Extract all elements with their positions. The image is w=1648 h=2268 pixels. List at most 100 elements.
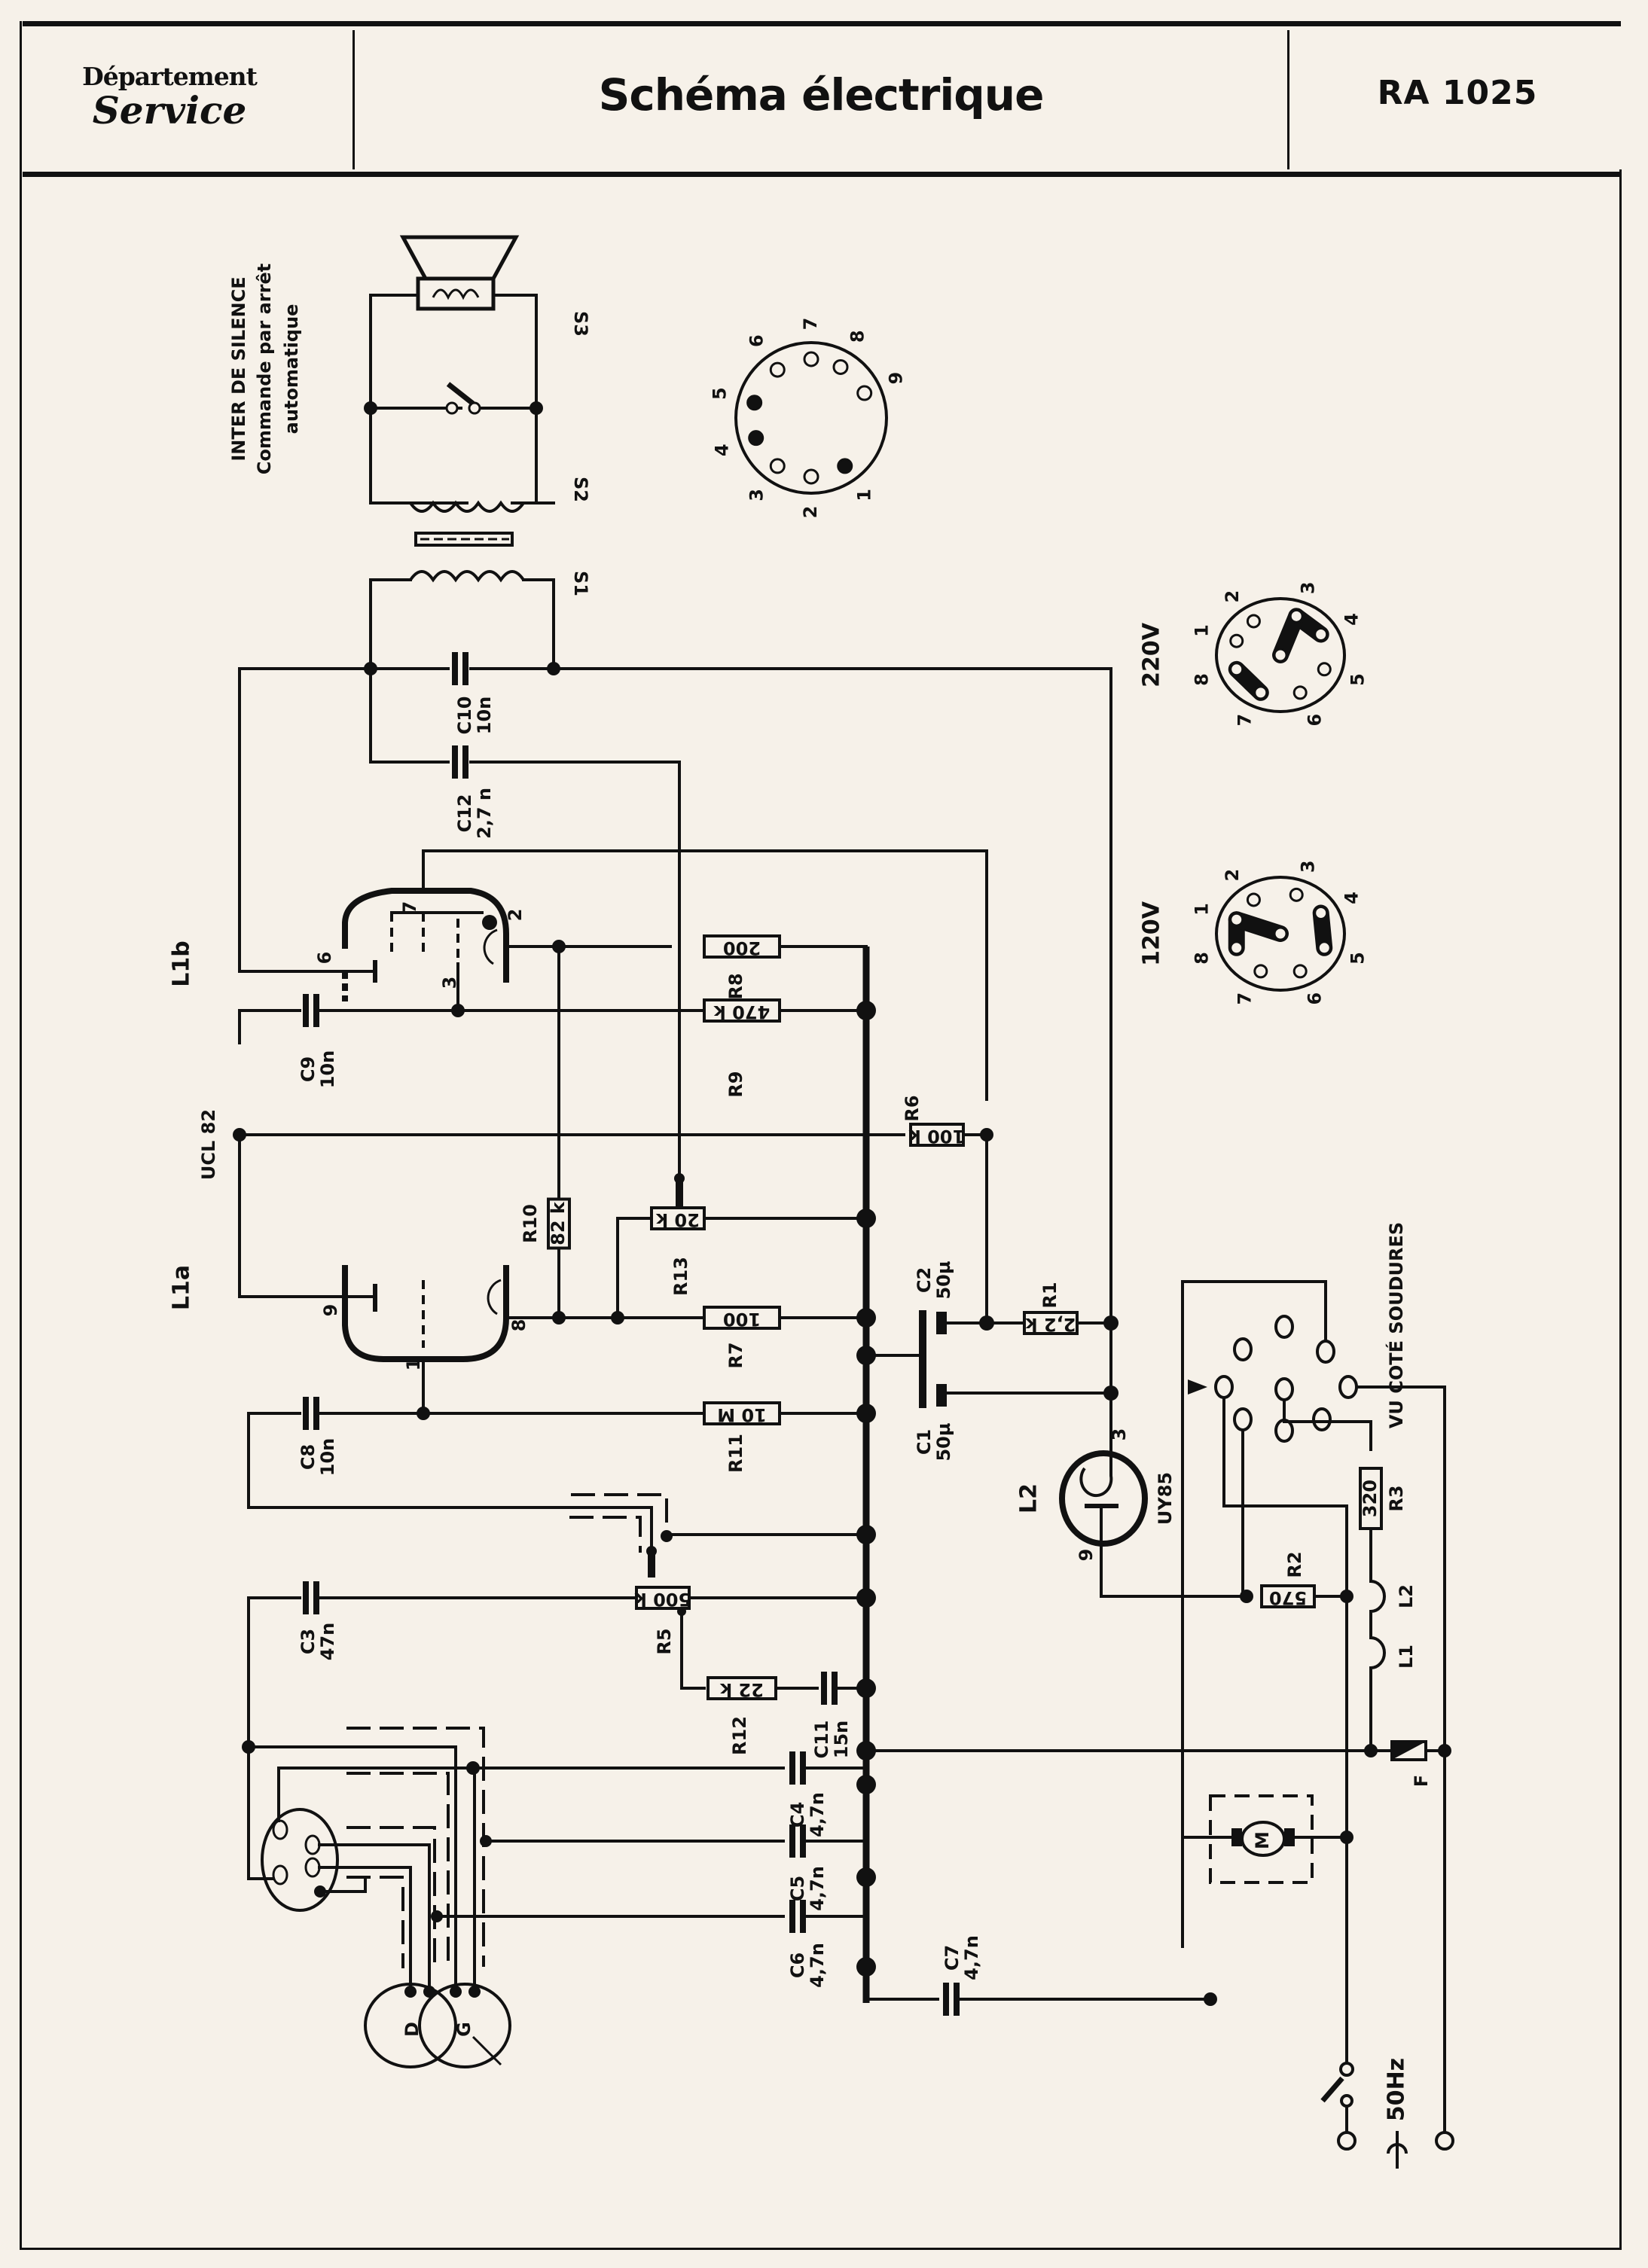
capacitor-ref-C12: C12 <box>454 794 475 832</box>
selector-pin-label: 8 <box>1192 952 1213 965</box>
resistor-ref-R13: R13 <box>670 1257 691 1296</box>
selector-pointer-icon <box>1188 1379 1207 1395</box>
capacitor-plate <box>313 994 319 1027</box>
primary-right <box>522 578 555 670</box>
resistor-ref-R7: R7 <box>725 1342 746 1368</box>
capacitor-ref-C1: C1 <box>914 1429 935 1455</box>
socket-pin-9 <box>856 385 873 401</box>
voltage-label-220V: 220V <box>1139 622 1165 687</box>
pin-label: 9 <box>1076 1549 1097 1562</box>
pickup-label-D: D <box>401 2022 423 2037</box>
socket-pin-3 <box>769 458 786 474</box>
junction-dot <box>364 401 377 415</box>
bus-junction <box>856 1588 876 1608</box>
wire-socket-bus <box>247 1745 457 1993</box>
resistor-ref-R2: R2 <box>1284 1551 1305 1578</box>
capacitor-plate <box>789 1751 795 1785</box>
capacitor-plate <box>303 1397 309 1430</box>
selector-hole <box>1229 633 1244 648</box>
wire-pin9 <box>238 1133 377 1298</box>
resistor-R12 <box>707 1676 777 1700</box>
shield-wire <box>569 1516 642 1553</box>
resistor-value-R6: 100 k <box>908 1126 965 1147</box>
switch-contact <box>1339 2062 1354 2077</box>
socket-pin-2 <box>803 468 819 485</box>
selector-pin-label: 4 <box>1341 613 1362 626</box>
mains-terminal <box>1337 2131 1357 2151</box>
wire-socket-pin-b <box>277 1767 476 1993</box>
header-divider-2 <box>1287 30 1289 169</box>
socket-pin-label: 8 <box>847 330 868 343</box>
capacitor-ref-C6: C6 <box>787 1952 808 1978</box>
switch-contact <box>468 401 481 415</box>
electrolytic-plate-C1 <box>936 1384 947 1407</box>
junction-dot <box>1204 1992 1217 2006</box>
tube-socket-diagram <box>734 341 888 495</box>
selector-hole <box>1317 940 1332 956</box>
wire-c3-left <box>247 1596 301 1748</box>
resistor-value-R9: 470 k <box>713 1001 770 1023</box>
service-label: Service <box>92 88 247 133</box>
secondary-right <box>492 294 538 505</box>
selector-pin-label: 5 <box>1347 673 1368 686</box>
junction-dot <box>547 662 560 675</box>
switch-contact <box>445 401 459 415</box>
selector-pin-label: 3 <box>1298 860 1319 873</box>
socket-pin-label: 6 <box>746 334 767 347</box>
capacitor-ref-C7: C7 <box>941 1945 963 1971</box>
selector-hole <box>1229 662 1244 677</box>
resistor-ref-R6: R6 <box>902 1095 923 1121</box>
capacitor-value-C4: 4,7n <box>807 1792 828 1837</box>
selector-pin-label: 8 <box>1192 673 1213 686</box>
selector-contact <box>1338 1375 1358 1399</box>
socket-pin-label: 9 <box>885 372 906 385</box>
bus-junction <box>856 1001 876 1020</box>
junction-dot <box>661 1530 673 1542</box>
note-silence-line3: automatique <box>281 304 302 434</box>
resistor-value-R1: 2,2 k <box>1025 1314 1076 1335</box>
capacitor-plate <box>800 1900 806 1933</box>
resistor-value-R10: 82 k <box>548 1201 569 1245</box>
resistor-R11 <box>703 1401 781 1425</box>
selector-hole <box>1314 906 1329 920</box>
capacitor-plate <box>954 1983 960 2016</box>
socket-pin-5 <box>746 395 763 411</box>
selector-hole <box>1253 685 1268 700</box>
input-socket-pin <box>272 1819 288 1840</box>
frame-left <box>20 21 22 2250</box>
pin-label: 6 <box>314 952 335 965</box>
wire-rect-anode <box>1100 1504 1248 1598</box>
electrolytic-plate-C2 <box>936 1312 947 1334</box>
cathode-L2 <box>1079 1457 1113 1498</box>
winding-label-S2: S2 <box>570 477 591 502</box>
selector-pin-label: 4 <box>1341 892 1362 904</box>
capacitor-plate <box>452 745 458 779</box>
speaker-coil-box <box>416 276 496 311</box>
socket-pin-8 <box>832 358 849 375</box>
pot-wiper-R5 <box>648 1551 655 1578</box>
wire-c9-left <box>238 1009 301 1044</box>
motor-label: M <box>1252 1831 1273 1849</box>
pin-label: 3 <box>1109 1428 1130 1441</box>
wire-r13-left <box>616 1217 653 1319</box>
winding-label-S1: S1 <box>570 571 591 596</box>
bus-junction <box>856 1678 876 1698</box>
frame-bottom <box>20 2248 1622 2250</box>
voltage-label-120V: 120V <box>1139 901 1165 966</box>
junction-dot <box>529 401 543 415</box>
page-title: Schéma électrique <box>598 69 1045 120</box>
resistor-R8 <box>703 934 781 959</box>
selector-pin-label: 7 <box>1234 992 1256 1005</box>
pickup-terminal <box>423 1986 435 1998</box>
selector-hole <box>1314 627 1329 642</box>
selector-hole <box>1273 648 1288 663</box>
wire-c7-left <box>865 1965 939 2001</box>
wire-motor-feed <box>1181 1280 1327 1948</box>
switch-contact <box>1340 2094 1353 2108</box>
selector-hole <box>1289 887 1304 902</box>
capacitor-plate <box>452 652 458 685</box>
note-solder-side: VU COTÉ SOUDURES <box>1385 1222 1407 1428</box>
bus-junction <box>856 1209 876 1228</box>
header-top-rule <box>23 21 1621 26</box>
